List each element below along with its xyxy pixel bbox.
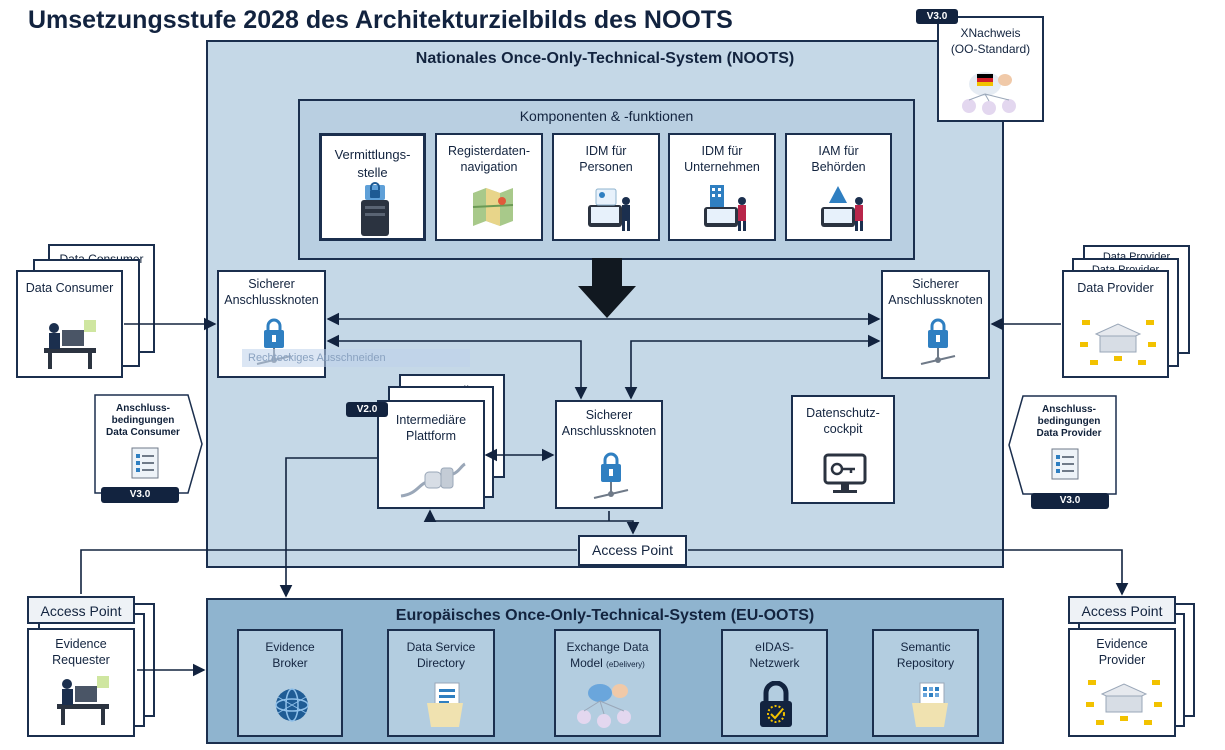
building-network-icon: [1080, 320, 1156, 365]
component-registerdatennavigation[interactable]: Registerdaten-navigation: [435, 133, 543, 241]
folder-data-icon: [912, 682, 948, 727]
intermediary-version-badge: V2.0: [346, 402, 388, 417]
connector-right-center: [624, 334, 881, 400]
connector-plug-icon: [400, 462, 466, 498]
network-lock-icon: [920, 318, 956, 365]
checklist-icon: [131, 447, 159, 479]
eu-lock-icon: [760, 681, 792, 727]
eu-oots-title: Europäisches Once-Only-Technical-System …: [395, 607, 815, 624]
cloud-network-icon: [577, 684, 631, 728]
data-provider[interactable]: Data Provider: [1062, 270, 1169, 378]
identity-company-icon: [704, 185, 746, 231]
access-point-right[interactable]: Access Point: [1068, 596, 1176, 624]
network-lock-icon: [593, 452, 629, 499]
monitor-key-icon: [823, 453, 867, 493]
map-icon: [472, 188, 514, 226]
noots-title: Nationales Once-Only-Technical-System (N…: [415, 50, 795, 67]
access-point-left[interactable]: Access Point: [27, 596, 135, 624]
conditions-consumer-version-badge: V3.0: [101, 487, 179, 503]
connector-ap-left: [80, 549, 577, 594]
identity-person-icon: [588, 188, 630, 231]
xnachweis-version-badge: V3.0: [916, 9, 958, 24]
office-worker-icon: [57, 676, 109, 725]
access-point-center[interactable]: Access Point: [578, 535, 687, 566]
connector-ap-right: [688, 549, 1129, 596]
components-title: Komponenten & -funktionen: [519, 108, 694, 124]
conditions-consumer-shape: [94, 394, 203, 494]
folder-document-icon: [427, 682, 463, 727]
connector-intermediary-eu: [279, 457, 377, 598]
eu-eidas-network[interactable]: eIDAS-Netzwerk: [721, 629, 828, 737]
down-arrow-icon: [578, 258, 636, 318]
server-lock-icon: [361, 182, 389, 236]
xnachweis-card[interactable]: XNachweis(OO-Standard): [937, 16, 1044, 122]
checklist-icon: [1051, 448, 1079, 480]
data-consumer[interactable]: Data Consumer: [16, 270, 123, 378]
privacy-cockpit[interactable]: Datenschutz-cockpit: [791, 395, 895, 504]
cloud-network-icon: [962, 72, 1016, 115]
identity-authority-icon: [821, 186, 863, 231]
office-worker-icon: [44, 320, 96, 369]
component-vermittlungsstelle[interactable]: Vermittlungs-stelle: [319, 133, 426, 241]
connector-intermediary-ap: [423, 509, 640, 535]
conditions-provider-version-badge: V3.0: [1031, 493, 1109, 509]
building-network-icon: [1086, 680, 1162, 725]
globe-network-icon: [275, 688, 309, 722]
connector-left-center: [326, 334, 588, 400]
page-title: Umsetzungsstufe 2028 des Architekturziel…: [28, 6, 733, 34]
